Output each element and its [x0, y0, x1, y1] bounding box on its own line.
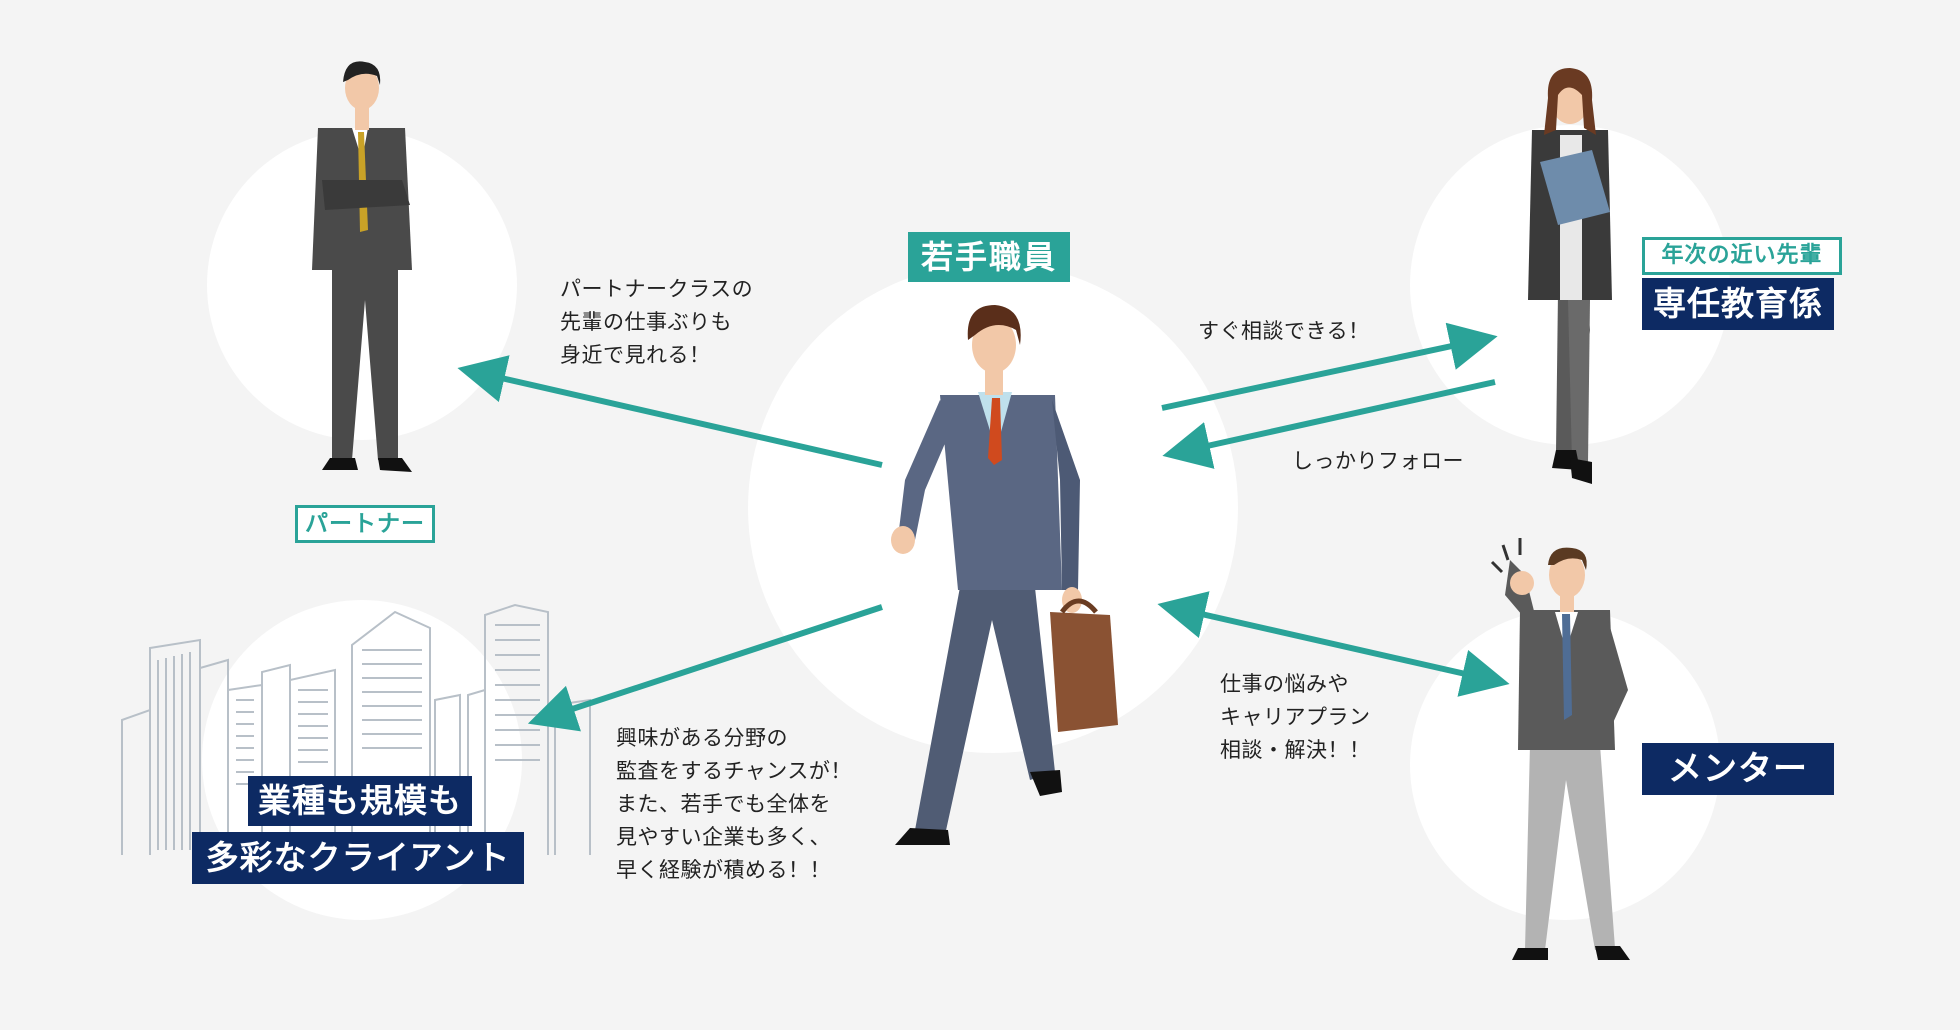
partner-note-line: 身近で見れる！	[560, 343, 711, 367]
senior-small-label: 年次の近い先輩	[1642, 237, 1842, 275]
follow-note: しっかりフォロー	[1292, 449, 1464, 473]
clients-note-line: 興味がある分野の	[616, 726, 788, 750]
partner-note-line: 先輩の仕事ぶりも	[560, 310, 732, 334]
arrow-mentor	[1157, 591, 1510, 697]
mentor-label: メンター	[1642, 743, 1834, 795]
buildings-illustration	[121, 603, 591, 855]
mentor-figure	[1490, 538, 1630, 960]
mentor-note-line: 仕事の悩みや	[1220, 672, 1349, 696]
mentor-note: 仕事の悩みや キャリアプラン 相談・解決！！	[1220, 668, 1371, 767]
partner-note: パートナークラスの 先輩の仕事ぶりも 身近で見れる！	[560, 273, 753, 372]
mentor-note-line: キャリアプラン	[1220, 705, 1371, 729]
clients-note-line: 早く経験が積める！！	[616, 858, 831, 882]
clients-note: 興味がある分野の 監査をするチャンスが！ また、若手でも全体を 見やすい企業も多…	[616, 722, 852, 887]
partner-figure	[312, 61, 412, 472]
partner-note-line: パートナークラスの	[560, 277, 754, 301]
partner-label: パートナー	[295, 505, 435, 543]
clients-label-line-1: 業種も規模も	[248, 776, 472, 826]
consult-note: すぐ相談できる！	[1198, 319, 1370, 343]
arrow-to-partner	[457, 355, 883, 468]
clients-label-line-2: 多彩なクライアント	[192, 832, 524, 884]
clients-note-line: また、若手でも全体を	[616, 792, 831, 816]
arrow-follow	[1162, 379, 1496, 469]
senior-big-label: 専任教育係	[1642, 278, 1834, 330]
center-label: 若手職員	[908, 232, 1070, 282]
young-employee-figure	[891, 305, 1118, 845]
senior-figure	[1528, 68, 1612, 484]
mentor-note-line: 相談・解決！！	[1220, 738, 1371, 762]
clients-note-line: 監査をするチャンスが！	[616, 759, 852, 783]
arrow-to-clients	[527, 604, 883, 732]
clients-note-line: 見やすい企業も多く、	[616, 825, 831, 849]
arrow-consult	[1161, 322, 1498, 411]
